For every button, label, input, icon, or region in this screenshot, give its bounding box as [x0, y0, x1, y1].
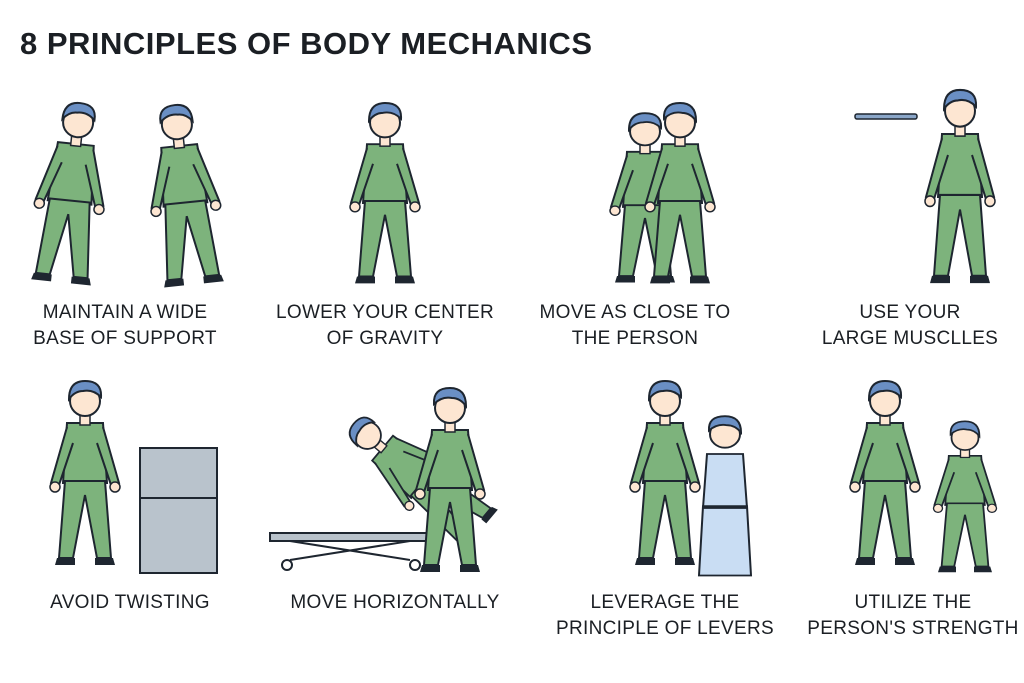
principle-wide-base [0, 95, 250, 295]
caregiver-lifting-patient-icon [629, 380, 753, 577]
caregiver-squat-icon [349, 102, 421, 285]
principle-move-horizontally [265, 385, 515, 580]
principle-avoid-twisting [0, 378, 250, 583]
caregivers-with-stretcher-icon [269, 387, 502, 573]
principle-label: MOVE HORIZONTALLY [290, 592, 500, 613]
principle-label: AVOID TWISTING [50, 592, 210, 613]
two-caregivers-wide-stance-icon [25, 98, 230, 289]
principle-move-close [535, 95, 785, 295]
caregiver-hugging-person-icon [609, 102, 716, 285]
caregiver-pushing-cabinet-icon [49, 380, 218, 574]
caregiver-assisting-kneeling-person-icon [849, 380, 998, 574]
principle-levers [560, 378, 810, 583]
principle-persons-strength [800, 378, 1024, 583]
page-title: 8 PRINCIPLES OF BODY MECHANICS [20, 26, 593, 61]
principle-large-muscles [810, 80, 1024, 295]
principle-center-of-gravity [260, 95, 510, 295]
caregiver-holding-tray-icon [854, 88, 997, 285]
